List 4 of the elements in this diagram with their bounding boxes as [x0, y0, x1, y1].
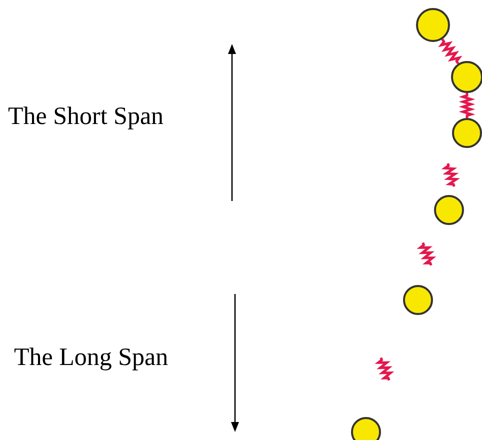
spring-connector — [458, 93, 476, 118]
span-label: The Short Span — [8, 104, 164, 129]
spring-connector — [438, 38, 462, 64]
span-label: The Long Span — [14, 345, 168, 370]
